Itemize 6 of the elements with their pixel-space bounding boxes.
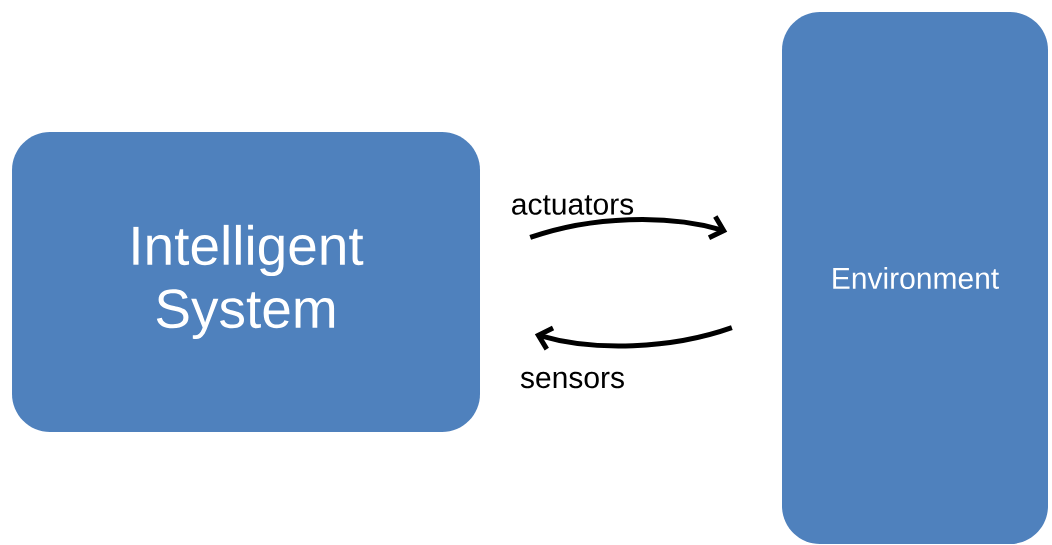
edge-label: sensors [520, 371, 624, 389]
process-box: Intelligent System [12, 132, 480, 432]
curved-arrow [534, 325, 733, 351]
edge-label: actuators [512, 195, 634, 215]
process-box: Environment [782, 12, 1048, 544]
curved-arrow [529, 215, 728, 240]
